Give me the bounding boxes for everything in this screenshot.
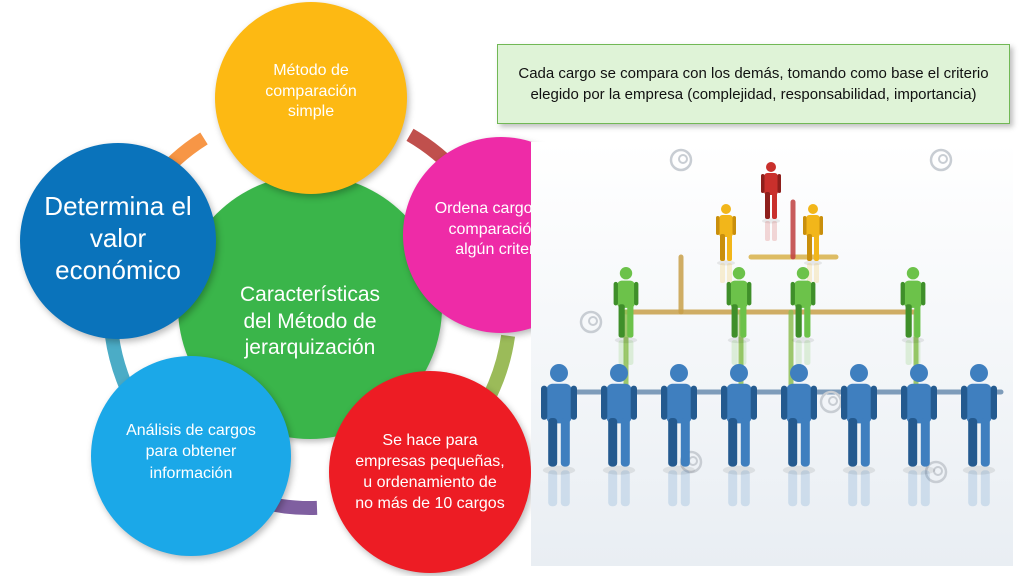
watermark-icon xyxy=(588,316,598,326)
node-valor-economico: Determina el valor económico xyxy=(20,143,216,339)
node-label: Método de comparación simple xyxy=(265,61,357,121)
note-callout: Cada cargo se compara con los demás, tom… xyxy=(497,44,1010,124)
person-figure xyxy=(900,267,926,365)
watermark-icon xyxy=(929,148,953,172)
watermark-icon xyxy=(669,148,693,172)
org-hierarchy-image xyxy=(531,142,1013,566)
note-text: Cada cargo se compara con los demás, tom… xyxy=(518,65,989,103)
node-analisis-cargos: Análisis de cargos para obtener informac… xyxy=(91,356,291,556)
watermark-icons xyxy=(579,148,953,484)
person-figure xyxy=(661,364,697,507)
person-figure xyxy=(613,267,639,365)
person-figure xyxy=(761,162,781,241)
watermark-icon xyxy=(938,154,948,164)
watermark-icon xyxy=(924,460,948,484)
person-figure xyxy=(726,267,752,365)
person-figure xyxy=(901,364,937,507)
person-figure xyxy=(716,204,736,283)
figures xyxy=(541,162,997,507)
watermark-icon xyxy=(678,154,688,164)
person-figure xyxy=(781,364,817,507)
node-metodo-comparacion: Método de comparación simple xyxy=(215,2,407,194)
person-figure xyxy=(541,364,577,507)
node-label: Análisis de cargos para obtener informac… xyxy=(126,422,256,482)
person-figure xyxy=(803,204,823,283)
node-label: Se hace para empresas pequeñas, u ordena… xyxy=(355,431,505,513)
watermark-icon xyxy=(579,310,603,334)
person-figure xyxy=(961,364,997,507)
person-figure xyxy=(721,364,757,507)
person-figure xyxy=(601,364,637,507)
watermark-icon xyxy=(828,396,838,406)
node-empresas-pequenas: Se hace para empresas pequeñas, u ordena… xyxy=(329,371,531,573)
node-label: Determina el valor económico xyxy=(44,190,192,286)
watermark-icon xyxy=(933,466,943,476)
center-label: Características del Método de jerarquiza… xyxy=(239,282,381,360)
person-figure xyxy=(790,267,816,365)
person-figure xyxy=(841,364,877,507)
